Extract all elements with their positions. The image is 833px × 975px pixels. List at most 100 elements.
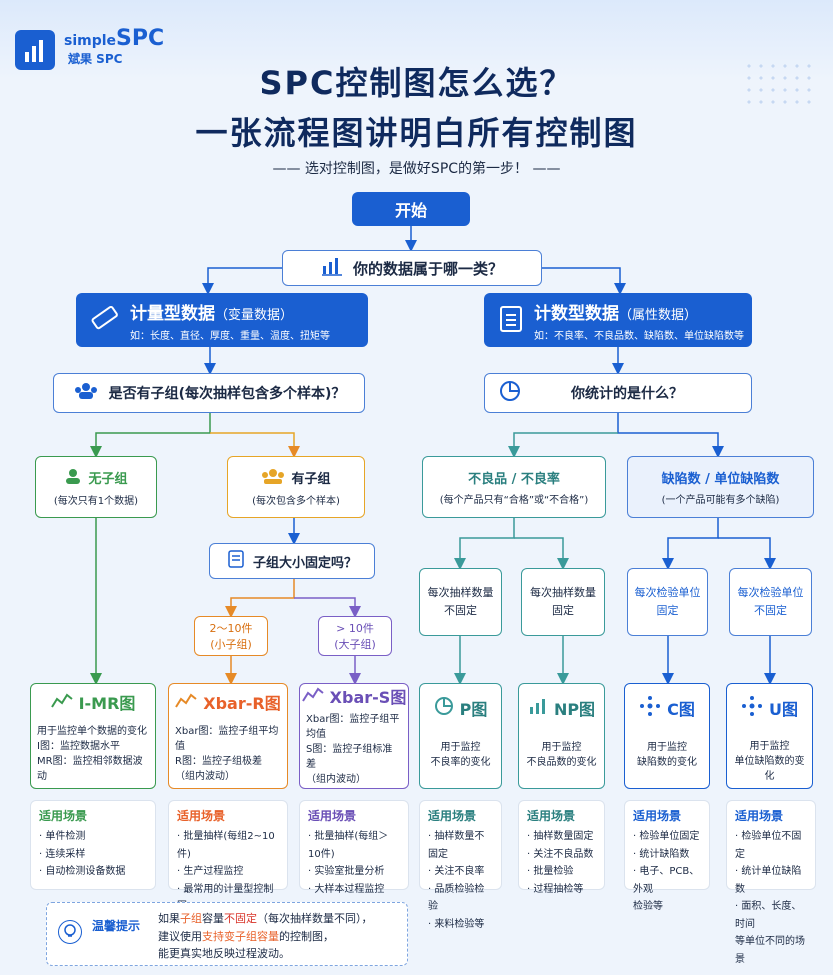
usage-item: · 来料检验等 <box>428 918 485 930</box>
tip-box <box>46 902 408 966</box>
chart-desc: Xbar图：监控子组平均值 <box>175 726 279 752</box>
usage-title: 适用场景 <box>735 809 784 823</box>
chart-card-p: P图 用于监控不良率的变化 <box>419 683 502 789</box>
tip-frag: 的控制图， <box>279 929 334 943</box>
bulb-icon <box>58 920 82 944</box>
header-background <box>0 0 833 80</box>
usage-item: · 自动检测设备数据 <box>39 866 126 877</box>
chart-desc: 用于监控 <box>749 741 790 752</box>
chart-bar-icon <box>321 256 343 280</box>
chart-desc: 单位缺陷数的变化 <box>734 756 805 782</box>
chart-desc: S图：监控子组标准差 <box>306 744 393 770</box>
usage-item: · 统计单位缺陷数 <box>735 866 802 895</box>
tip-text: 如果子组容量不固定（每次抽样数量不同）， 建议使用支持变子组容量的控制图， 能更… <box>158 910 373 963</box>
chart-card-u: U图 用于监控单位缺陷数的变化 <box>726 683 813 789</box>
usage-card-c: 适用场景 · 检验单位固定· 统计缺陷数· 电子、PCB、外观 检验等 <box>624 800 710 912</box>
defects-box: 缺陷数 / 单位缺陷数 (一个产品可能有多个缺陷) <box>627 456 814 518</box>
usage-item: · 连续采样 <box>39 848 86 860</box>
variable-paren: （变量数据） <box>215 307 294 323</box>
page-subtitle: —— 选对控制图，是做好SPC的第一步！ —— <box>272 161 561 177</box>
usage-item: · 批量抽样(每组2~10件) <box>177 831 275 860</box>
chart-desc: 用于监控单个数据的变化 <box>37 726 147 737</box>
tip-frag: 能更真实地反映过程波动。 <box>158 947 290 961</box>
defective-title: 不良品 / 不良率 <box>468 472 560 487</box>
usage-item: · 关注不良率 <box>428 866 485 877</box>
usage-item: · 电子、PCB、外观 <box>633 866 700 895</box>
usage-item: · 抽样数量固定 <box>527 831 594 842</box>
variable-data-box: 计量型数据（变量数据） 如：长度、直径、厚度、重量、温度、扭矩等 <box>76 293 368 347</box>
has-subgroup-desc: (每次包含多个样本) <box>252 495 340 507</box>
question-subgroup-text: 是否有子组(每次抽样包含多个样本)？ <box>108 386 346 402</box>
chart-card-xbar-r: Xbar-R图 Xbar图：监控子组平均值 R图：监控子组极差 （组内波动） <box>168 683 288 789</box>
logo-icon <box>15 30 55 70</box>
has-subgroup-box: 有子组 (每次包含多个样本) <box>227 456 365 518</box>
defective-desc: (每个产品只有“合格”或“不合格”) <box>439 495 589 506</box>
usage-title: 适用场景 <box>308 809 357 823</box>
usage-item: · 单件检测 <box>39 831 86 842</box>
usage-card-u: 适用场景 · 检验单位不固定· 统计单位缺陷数· 面积、长度、时间 等单位不同的… <box>726 800 816 965</box>
chart-desc: （组内波动） <box>175 771 235 782</box>
unit-not-fixed: 每次检验单位不固定 <box>729 568 812 636</box>
chart-desc: Xbar图：监控子组平均值 <box>306 714 400 740</box>
usage-item: · 面积、长度、时间 <box>735 901 802 930</box>
usage-card-xbar-r: 适用场景 · 批量抽样(每组2~10件)· 生产过程监控· 最常用的计量型控制图 <box>168 800 288 912</box>
usage-item: · 大样本过程监控 <box>308 883 385 895</box>
s3-l1: 每次检验单位 <box>634 586 701 600</box>
usage-card-p: 适用场景 · 抽样数量不固定· 关注不良率· 品质检验检验· 来料检验等 <box>419 800 502 930</box>
usage-title: 适用场景 <box>428 809 477 823</box>
sample-fixed: 每次抽样数量固定 <box>521 568 605 636</box>
s4-l1: 每次检验单位 <box>737 586 804 600</box>
tip-frag: 如果 <box>158 912 180 925</box>
question-fixed-text: 子组大小固定吗？ <box>252 555 357 571</box>
usage-title: 适用场景 <box>527 809 576 823</box>
question-subgroup: 是否有子组(每次抽样包含多个样本)？ <box>53 373 365 413</box>
tip-frag: 建议使用 <box>158 929 202 943</box>
no-subgroup-desc: (每次只有1个数据) <box>53 495 139 507</box>
tip-frag: 容量 <box>202 912 224 925</box>
chart-desc: （组内波动） <box>306 774 366 785</box>
no-subgroup-title: 无子组 <box>88 472 128 487</box>
person-icon <box>64 468 82 488</box>
tip-frag: 不固定 <box>224 912 257 925</box>
attribute-desc: 如：不良率、不良品数、缺陷数、单位缺陷数等 <box>534 330 744 342</box>
decorative-dots <box>743 60 813 110</box>
usage-card-np: 适用场景 · 抽样数量固定· 关注不良品数· 批量检验· 过程抽检等 <box>518 800 605 895</box>
line-chart-icon <box>175 691 197 713</box>
s1-l2: 不固定 <box>444 604 477 617</box>
chart-desc: 用于监控 <box>647 742 687 753</box>
question-stat-text: 你统计的是什么？ <box>571 386 683 402</box>
chart-desc: R图：监控子组极差 <box>175 756 262 767</box>
variable-desc: 如：长度、直径、厚度、重量、温度、扭矩等 <box>130 330 330 342</box>
small-subgroup-pill: 2～10件 (小子组) <box>194 616 268 656</box>
large-l1: > 10件 <box>336 622 374 635</box>
question-data-type: 你的数据属于哪一类？ <box>282 250 542 286</box>
variable-title: 计量型数据 <box>130 303 215 324</box>
usage-item: · 关注不良品数 <box>527 848 594 860</box>
chart-desc: 不良率的变化 <box>430 757 491 768</box>
page-title-line2: 一张流程图讲明白所有控制图 <box>195 114 638 152</box>
line-chart-icon <box>301 685 324 707</box>
attribute-paren: （属性数据） <box>619 307 698 323</box>
ruler-icon <box>90 303 120 337</box>
usage-item: · 抽样数量不固定 <box>428 831 485 860</box>
usage-item: · 检验单位不固定 <box>735 831 802 860</box>
dots-icon <box>639 695 661 721</box>
usage-title: 适用场景 <box>633 809 682 823</box>
question-stat: 你统计的是什么？ <box>484 373 752 413</box>
doc-icon <box>227 549 245 573</box>
chart-name: NP图 <box>553 700 596 719</box>
tip-label: 温馨提示 <box>92 919 141 933</box>
small-l2: (小子组) <box>210 638 252 651</box>
usage-item: · 过程抽检等 <box>527 883 584 895</box>
attribute-title: 计数型数据 <box>534 303 619 324</box>
has-subgroup-title: 有子组 <box>291 472 331 487</box>
s2-l1: 每次抽样数量 <box>530 586 596 600</box>
tip-frag: 支持变子组容量 <box>202 929 279 943</box>
chart-desc: 用于监控 <box>440 742 481 753</box>
chart-name: Xbar-R图 <box>203 694 281 713</box>
chart-desc: MR图：监控相邻数据波动 <box>37 756 143 782</box>
attribute-data-box: 计数型数据（属性数据） 如：不良率、不良品数、缺陷数、单位缺陷数等 <box>484 293 752 347</box>
bar-chart-icon <box>528 697 548 719</box>
